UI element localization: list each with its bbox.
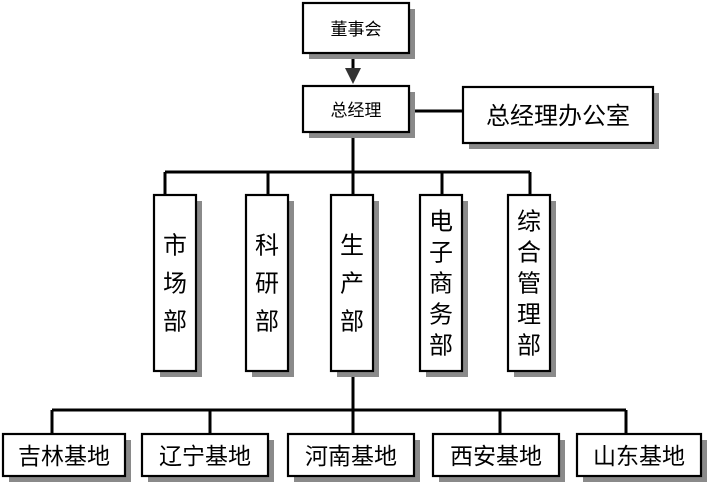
arrow-down-icon	[345, 68, 361, 84]
department-label: 市场部	[163, 232, 187, 336]
department-node-ecommerce: 电子商务部	[418, 193, 468, 377]
base-label: 西安基地	[450, 444, 542, 470]
base-node-jilin: 吉林基地	[1, 432, 131, 482]
gm-label: 总经理	[331, 101, 382, 121]
base-node-shandong: 山东基地	[575, 432, 707, 482]
department-node-admin: 综合管理部	[506, 193, 556, 377]
base-row: 吉林基地 辽宁基地 河南基地 西安基地 山东基地	[1, 432, 707, 482]
department-label: 综合管理部	[517, 208, 541, 360]
department-node-research: 科研部	[244, 193, 294, 377]
department-node-market: 市场部	[152, 193, 202, 377]
gm-office-node: 总经理办公室	[461, 85, 659, 149]
base-node-liaoning: 辽宁基地	[140, 432, 274, 482]
gm-office-label: 总经理办公室	[486, 102, 630, 130]
department-label: 电子商务部	[429, 208, 453, 360]
department-row: 市场部 科研部 生产部 电子商务部 综合管理部	[152, 193, 556, 377]
board-node: 董事会	[301, 1, 415, 59]
base-label: 河南基地	[305, 444, 397, 470]
connectors	[50, 55, 628, 434]
base-node-henan: 河南基地	[286, 432, 420, 482]
base-label: 山东基地	[593, 444, 685, 470]
department-label: 科研部	[255, 232, 279, 336]
base-node-xian: 西安基地	[431, 432, 565, 482]
board-label: 董事会	[331, 20, 382, 40]
gm-node: 总经理	[301, 84, 415, 138]
department-label: 生产部	[340, 232, 364, 336]
base-label: 吉林基地	[18, 444, 110, 470]
base-label: 辽宁基地	[159, 444, 251, 470]
department-node-production: 生产部	[329, 193, 379, 377]
